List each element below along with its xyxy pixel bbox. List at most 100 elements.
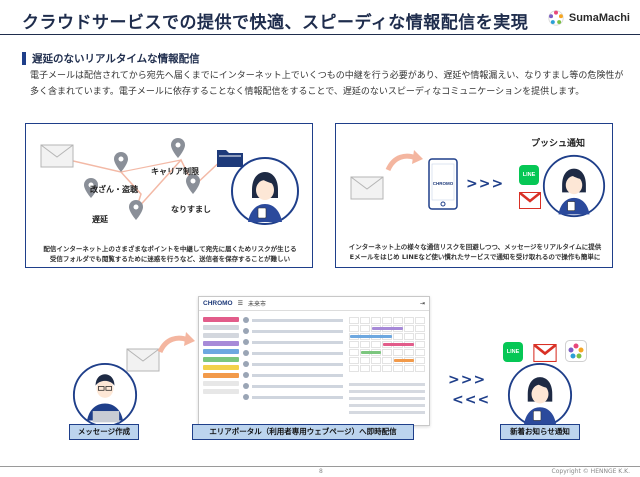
calendar-cell xyxy=(393,333,403,340)
section-heading: 遅延のないリアルタイムな情報配信 xyxy=(22,51,200,66)
envelope-icon xyxy=(40,144,74,168)
calendar-cell xyxy=(382,317,392,324)
tag-message-create: メッセージ作成 xyxy=(69,424,139,440)
calendar-cell xyxy=(404,325,414,332)
calendar-cell xyxy=(349,349,359,356)
curved-arrow-icon xyxy=(157,332,195,354)
phone-brand-label: CHROMO xyxy=(432,181,454,186)
calendar-cell xyxy=(360,365,370,372)
woman-avatar-icon xyxy=(231,157,299,225)
portal-brand: CHROMO xyxy=(203,300,233,307)
calendar-event xyxy=(394,359,414,362)
push-notification-panel: CHROMO >>> プッシュ通知 LINE インターネット上の様々な通信リスク… xyxy=(335,123,613,268)
gmail-icon xyxy=(533,344,557,362)
calendar-cell xyxy=(382,365,392,372)
portal-news xyxy=(349,383,425,418)
woman-avatar-icon xyxy=(542,154,606,218)
menu-icon: ☰ xyxy=(237,300,243,307)
calendar-cell xyxy=(415,365,425,372)
section-title: 遅延のないリアルタイムな情報配信 xyxy=(32,53,200,65)
calendar-cell xyxy=(349,325,359,332)
calendar-cell xyxy=(393,317,403,324)
map-pin-icon xyxy=(84,178,98,198)
portal-calendar xyxy=(349,317,425,377)
portal-sidebar xyxy=(203,317,239,397)
back-arrows: <<< xyxy=(452,392,491,408)
calendar-cell xyxy=(393,365,403,372)
portal-message-list xyxy=(243,317,343,405)
copyright: Copyright © HENNGE K.K. xyxy=(551,468,630,475)
panel-right-caption-1: インターネット上の様々な通信リスクを回避しつつ、メッセージをリアルタイムに提供 xyxy=(348,243,602,251)
tag-area-portal: エリアポータル（利用者専用ウェブページ）へ即時配信 xyxy=(192,424,414,440)
calendar-cell xyxy=(371,365,381,372)
calendar-cell xyxy=(415,349,425,356)
label-spoof: なりすまし xyxy=(171,205,211,214)
map-pin-icon xyxy=(186,174,200,194)
section-description: 電子メールは配信されてから宛先へ届くまでにインターネット上でいくつもの中継を行う… xyxy=(30,71,624,97)
curved-arrow-icon xyxy=(385,150,423,172)
calendar-event xyxy=(350,335,392,338)
email-risk-panel: キャリア制限 改ざん・盗聴 なりすまし 遅延 配信インターネット上のさまざまなポ… xyxy=(25,123,313,268)
calendar-cell xyxy=(360,357,370,364)
woman-avatar-icon xyxy=(507,362,573,428)
portal-city: 未来市 xyxy=(248,301,267,308)
sumamachi-logo-icon xyxy=(548,10,564,26)
label-carrier-limit: キャリア制限 xyxy=(151,167,199,176)
calendar-cell xyxy=(404,333,414,340)
gmail-icon xyxy=(519,192,541,209)
calendar-cell xyxy=(393,349,403,356)
calendar-cell xyxy=(349,357,359,364)
envelope-icon xyxy=(126,348,160,372)
label-delay: 遅延 xyxy=(92,215,108,224)
calendar-cell xyxy=(371,341,381,348)
map-pin-icon xyxy=(114,152,128,172)
line-app-icon: LINE xyxy=(519,165,539,185)
calendar-cell xyxy=(371,357,381,364)
calendar-event xyxy=(383,343,414,346)
panel-left-caption-1: 配信インターネット上のさまざまなポイントを中継して宛先に届くためリスクが生じる xyxy=(43,245,297,253)
calendar-cell xyxy=(404,317,414,324)
panel-left-caption-2: 受信フォルダでも閲覧するために迷惑を行うなど、送信者を保存することが難しい xyxy=(49,255,291,263)
title-divider xyxy=(0,34,640,35)
footer-divider xyxy=(0,466,640,467)
envelope-icon xyxy=(350,176,384,200)
calendar-cell xyxy=(404,349,414,356)
folder-icon xyxy=(217,150,243,167)
calendar-cell xyxy=(382,349,392,356)
map-pin-icon xyxy=(129,200,143,220)
section-marker xyxy=(22,52,26,65)
calendar-cell xyxy=(360,317,370,324)
smartphone-icon xyxy=(428,158,458,210)
brand-logo: SumaMachi xyxy=(547,9,630,27)
calendar-cell xyxy=(360,341,370,348)
calendar-cell xyxy=(415,333,425,340)
area-portal-screenshot: CHROMO ☰ 未来市 ⇥ xyxy=(198,296,430,426)
line-app-icon: LINE xyxy=(503,342,523,362)
portal-header: CHROMO ☰ 未来市 ⇥ xyxy=(199,297,429,311)
logout-icon: ⇥ xyxy=(419,300,425,307)
calendar-cell xyxy=(415,325,425,332)
push-title: プッシュ通知 xyxy=(531,139,586,149)
map-pin-icon xyxy=(171,138,185,158)
calendar-event xyxy=(361,351,381,354)
calendar-cell xyxy=(404,365,414,372)
page-title: クラウドサービスでの提供で快適、スピーディな情報配信を実現 xyxy=(22,13,529,33)
logo-text: SumaMachi xyxy=(568,12,630,24)
calendar-cell xyxy=(349,341,359,348)
panel-right-caption-2: Eメールをはじめ LINEなど使い慣れたサービスで通知を受け取れるので操作も簡単… xyxy=(349,253,601,261)
calendar-cell xyxy=(415,341,425,348)
calendar-cell xyxy=(415,357,425,364)
man-at-laptop-avatar-icon xyxy=(72,362,138,428)
forward-arrows: >>> xyxy=(466,176,505,192)
tag-new-notice: 新着お知らせ通知 xyxy=(500,424,580,440)
calendar-cell xyxy=(349,365,359,372)
calendar-cell xyxy=(360,325,370,332)
app-icon xyxy=(565,340,587,362)
label-tamper: 改ざん・盗聴 xyxy=(90,185,138,194)
page-number: 8 xyxy=(319,468,323,475)
calendar-event xyxy=(372,327,403,330)
calendar-cell xyxy=(371,317,381,324)
calendar-cell xyxy=(382,357,392,364)
calendar-cell xyxy=(415,317,425,324)
forward-arrows: >>> xyxy=(448,372,487,388)
